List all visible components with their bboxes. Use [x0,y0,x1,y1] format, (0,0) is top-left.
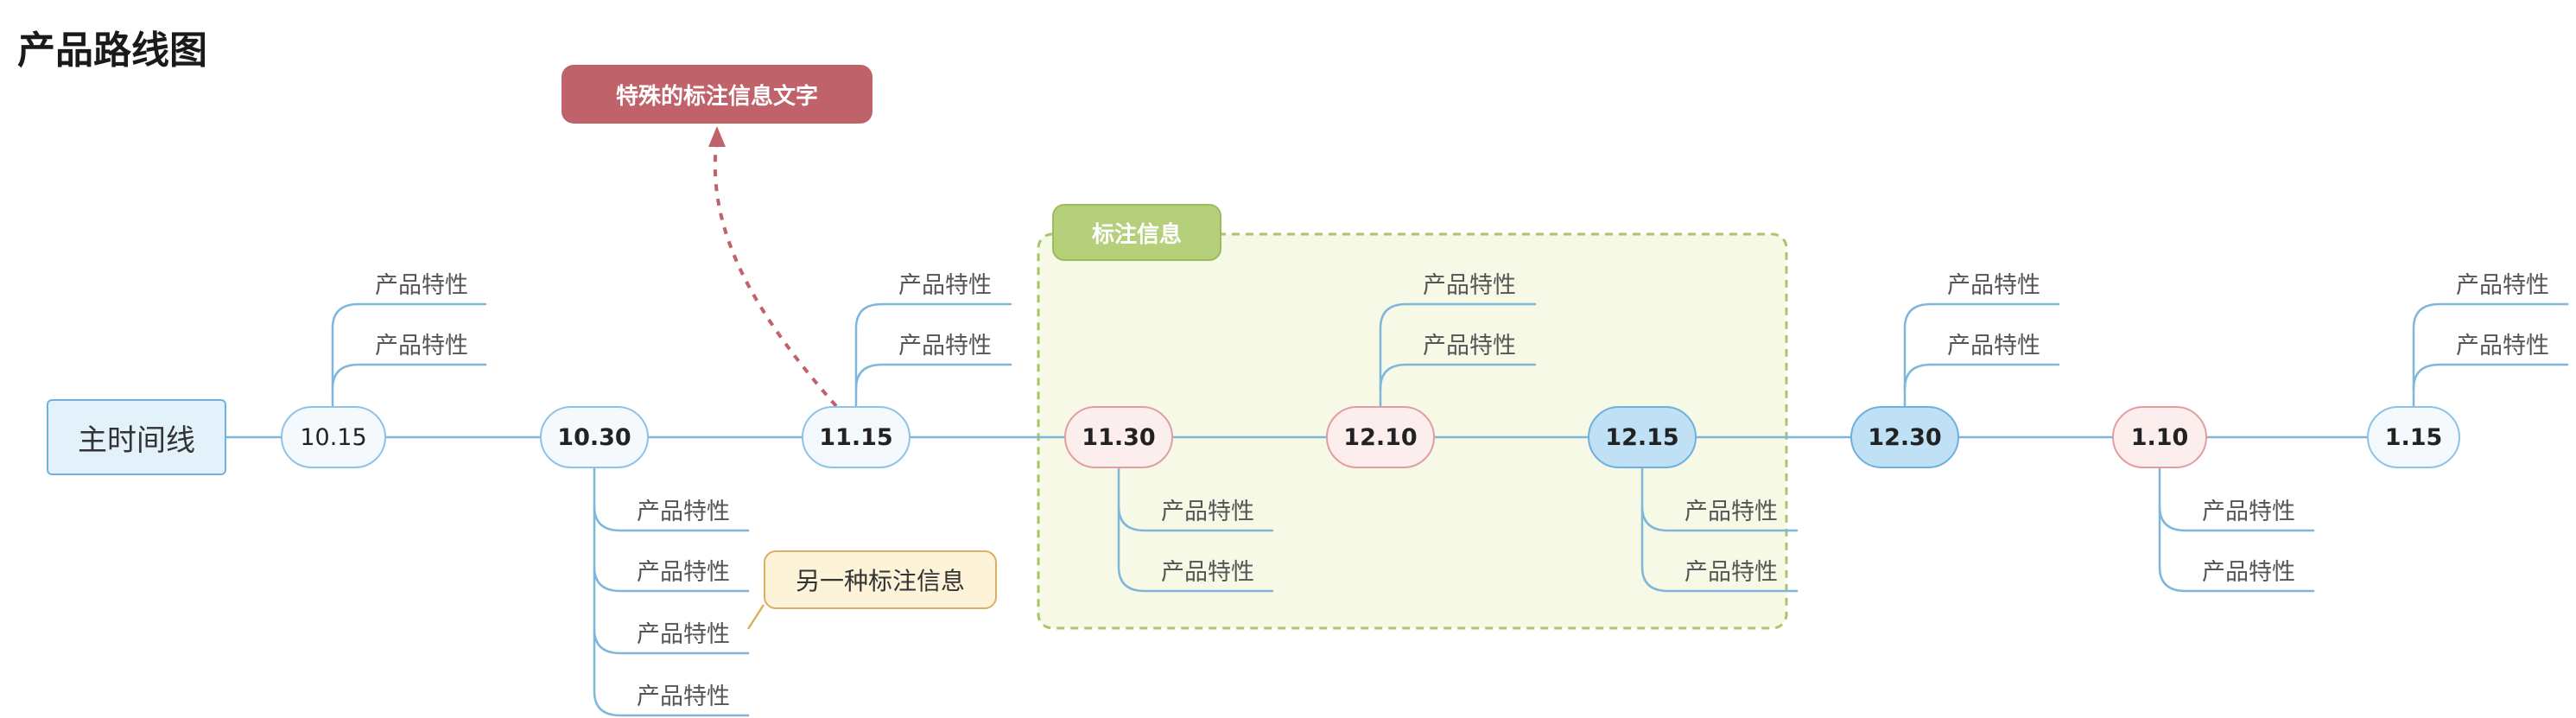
feature-label[interactable]: 产品特性 [1423,333,1516,359]
feature-label[interactable]: 产品特性 [637,559,730,586]
branch-10-15 [331,302,487,408]
branch-11-30 [1117,467,1274,593]
milestone-10-30[interactable]: 10.30 [540,406,649,468]
feature-label[interactable]: 产品特性 [1161,559,1254,586]
dashed-arrow [713,137,838,408]
feature-label[interactable]: 产品特性 [2202,559,2295,586]
branch-12-10-b [1379,363,1537,391]
branch-12-30-b [1903,363,2060,391]
arrow-head [708,126,726,147]
branch-11-15-b [854,363,1012,391]
milestone-12-30[interactable]: 12.30 [1850,406,1959,468]
branch-12-15 [1640,467,1799,593]
branch-10-30 [593,467,750,717]
branch-1-15-b [2412,363,2569,391]
feature-label[interactable]: 产品特性 [898,272,992,299]
branch-11-30-a [1117,505,1274,532]
feature-label[interactable]: 产品特性 [2456,272,2549,299]
branch-10-30-c [593,627,750,655]
feature-label[interactable]: 产品特性 [637,683,730,710]
special-callout[interactable]: 特殊的标注信息文字 [562,65,872,124]
milestone-12-10[interactable]: 12.10 [1326,406,1435,468]
root-node[interactable]: 主时间线 [47,399,226,475]
feature-label[interactable]: 产品特性 [375,333,468,359]
branch-10-30-b [593,565,750,593]
branch-1-10-a [2158,505,2315,532]
branch-11-15 [854,302,1012,408]
branch-1-10 [2158,467,2315,593]
feature-label[interactable]: 产品特性 [898,333,992,359]
milestone-11-15[interactable]: 11.15 [802,406,910,468]
milestone-11-30[interactable]: 11.30 [1064,406,1173,468]
feature-label[interactable]: 产品特性 [375,272,468,299]
feature-label[interactable]: 产品特性 [2456,333,2549,359]
feature-label[interactable]: 产品特性 [1947,333,2040,359]
feature-label[interactable]: 产品特性 [637,499,730,525]
milestone-1-10[interactable]: 1.10 [2112,406,2207,468]
milestone-10-15[interactable]: 10.15 [281,406,386,468]
feature-label[interactable]: 产品特性 [1685,559,1778,586]
boundary-label[interactable]: 标注信息 [1052,204,1221,261]
branch-10-15-b [331,363,487,391]
milestone-1-15[interactable]: 1.15 [2367,406,2460,468]
feature-label[interactable]: 产品特性 [1161,499,1254,525]
branch-10-30-a [593,505,750,532]
branch-1-15 [2412,302,2569,408]
feature-label[interactable]: 产品特性 [1947,272,2040,299]
feature-label[interactable]: 产品特性 [2202,499,2295,525]
feature-branches [331,302,2569,717]
page-title: 产品路线图 [17,29,207,73]
branch-12-15-a [1640,505,1799,532]
branch-12-30 [1903,302,2060,408]
other-callout[interactable]: 另一种标注信息 [764,550,997,609]
feature-label[interactable]: 产品特性 [637,621,730,648]
feature-label[interactable]: 产品特性 [1685,499,1778,525]
branch-12-10 [1379,302,1537,408]
milestone-12-15[interactable]: 12.15 [1588,406,1697,468]
feature-label[interactable]: 产品特性 [1423,272,1516,299]
callout-connector [746,604,765,630]
